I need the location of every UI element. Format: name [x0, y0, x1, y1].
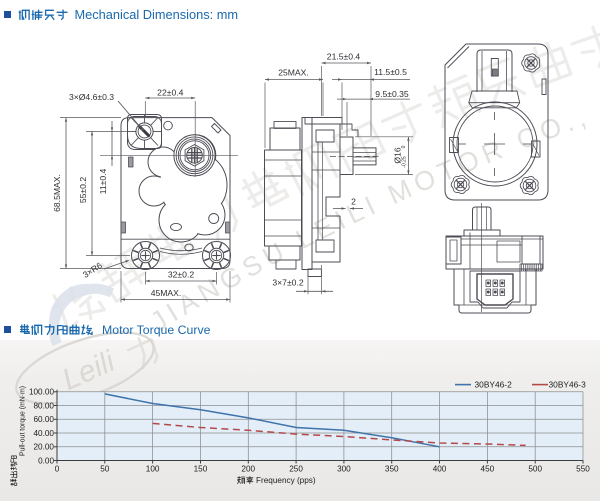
svg-text:11.5±0.5: 11.5±0.5 [374, 67, 407, 77]
svg-text:450: 450 [481, 465, 495, 474]
svg-text:0: 0 [401, 145, 407, 148]
svg-text:300: 300 [337, 465, 351, 474]
svg-text:30BY46-3: 30BY46-3 [549, 380, 587, 390]
svg-text:32±0.2: 32±0.2 [168, 270, 194, 280]
svg-text:550: 550 [576, 465, 590, 474]
svg-text:100.00: 100.00 [29, 388, 54, 397]
svg-text:Pull-out torque (mN·m): Pull-out torque (mN·m) [20, 386, 27, 456]
svg-text:22±0.4: 22±0.4 [157, 88, 183, 98]
svg-text:0: 0 [55, 465, 60, 474]
svg-text:400: 400 [433, 465, 447, 474]
svg-text:100: 100 [146, 465, 160, 474]
svg-text:30BY46-2: 30BY46-2 [475, 380, 513, 390]
svg-text:9.5±0.35: 9.5±0.35 [375, 89, 409, 99]
svg-text:Motor Torque Curve: Motor Torque Curve [102, 323, 211, 337]
svg-text:25MAX.: 25MAX. [278, 68, 309, 78]
svg-text:200: 200 [241, 465, 255, 474]
svg-text:500: 500 [528, 465, 542, 474]
svg-text:3×7±0.2: 3×7±0.2 [272, 278, 303, 288]
svg-text:350: 350 [385, 465, 399, 474]
svg-text:0.00: 0.00 [38, 456, 54, 465]
svg-text:Mechanical Dimensions: mm: Mechanical Dimensions: mm [75, 7, 239, 22]
svg-text:250: 250 [289, 465, 303, 474]
svg-text:45MAX.: 45MAX. [151, 288, 182, 298]
svg-text:Frequency (pps): Frequency (pps) [256, 476, 316, 485]
svg-text:3×Ø4.6±0.3: 3×Ø4.6±0.3 [69, 92, 114, 102]
svg-text:Ø16: Ø16 [393, 147, 403, 163]
svg-text:80.00: 80.00 [34, 401, 55, 410]
svg-text:68.5MAX.: 68.5MAX. [52, 174, 62, 212]
svg-text:60.00: 60.00 [34, 415, 55, 424]
svg-text:50: 50 [100, 465, 110, 474]
svg-text:40.00: 40.00 [34, 429, 55, 438]
svg-text:2: 2 [351, 197, 356, 207]
svg-text:-0.25: -0.25 [402, 156, 408, 168]
svg-text:20.00: 20.00 [34, 443, 55, 452]
svg-text:55±0.2: 55±0.2 [78, 177, 88, 203]
svg-text:150: 150 [194, 465, 208, 474]
svg-text:11±0.4: 11±0.4 [98, 168, 108, 194]
svg-text:21.5±0.4: 21.5±0.4 [327, 52, 361, 62]
